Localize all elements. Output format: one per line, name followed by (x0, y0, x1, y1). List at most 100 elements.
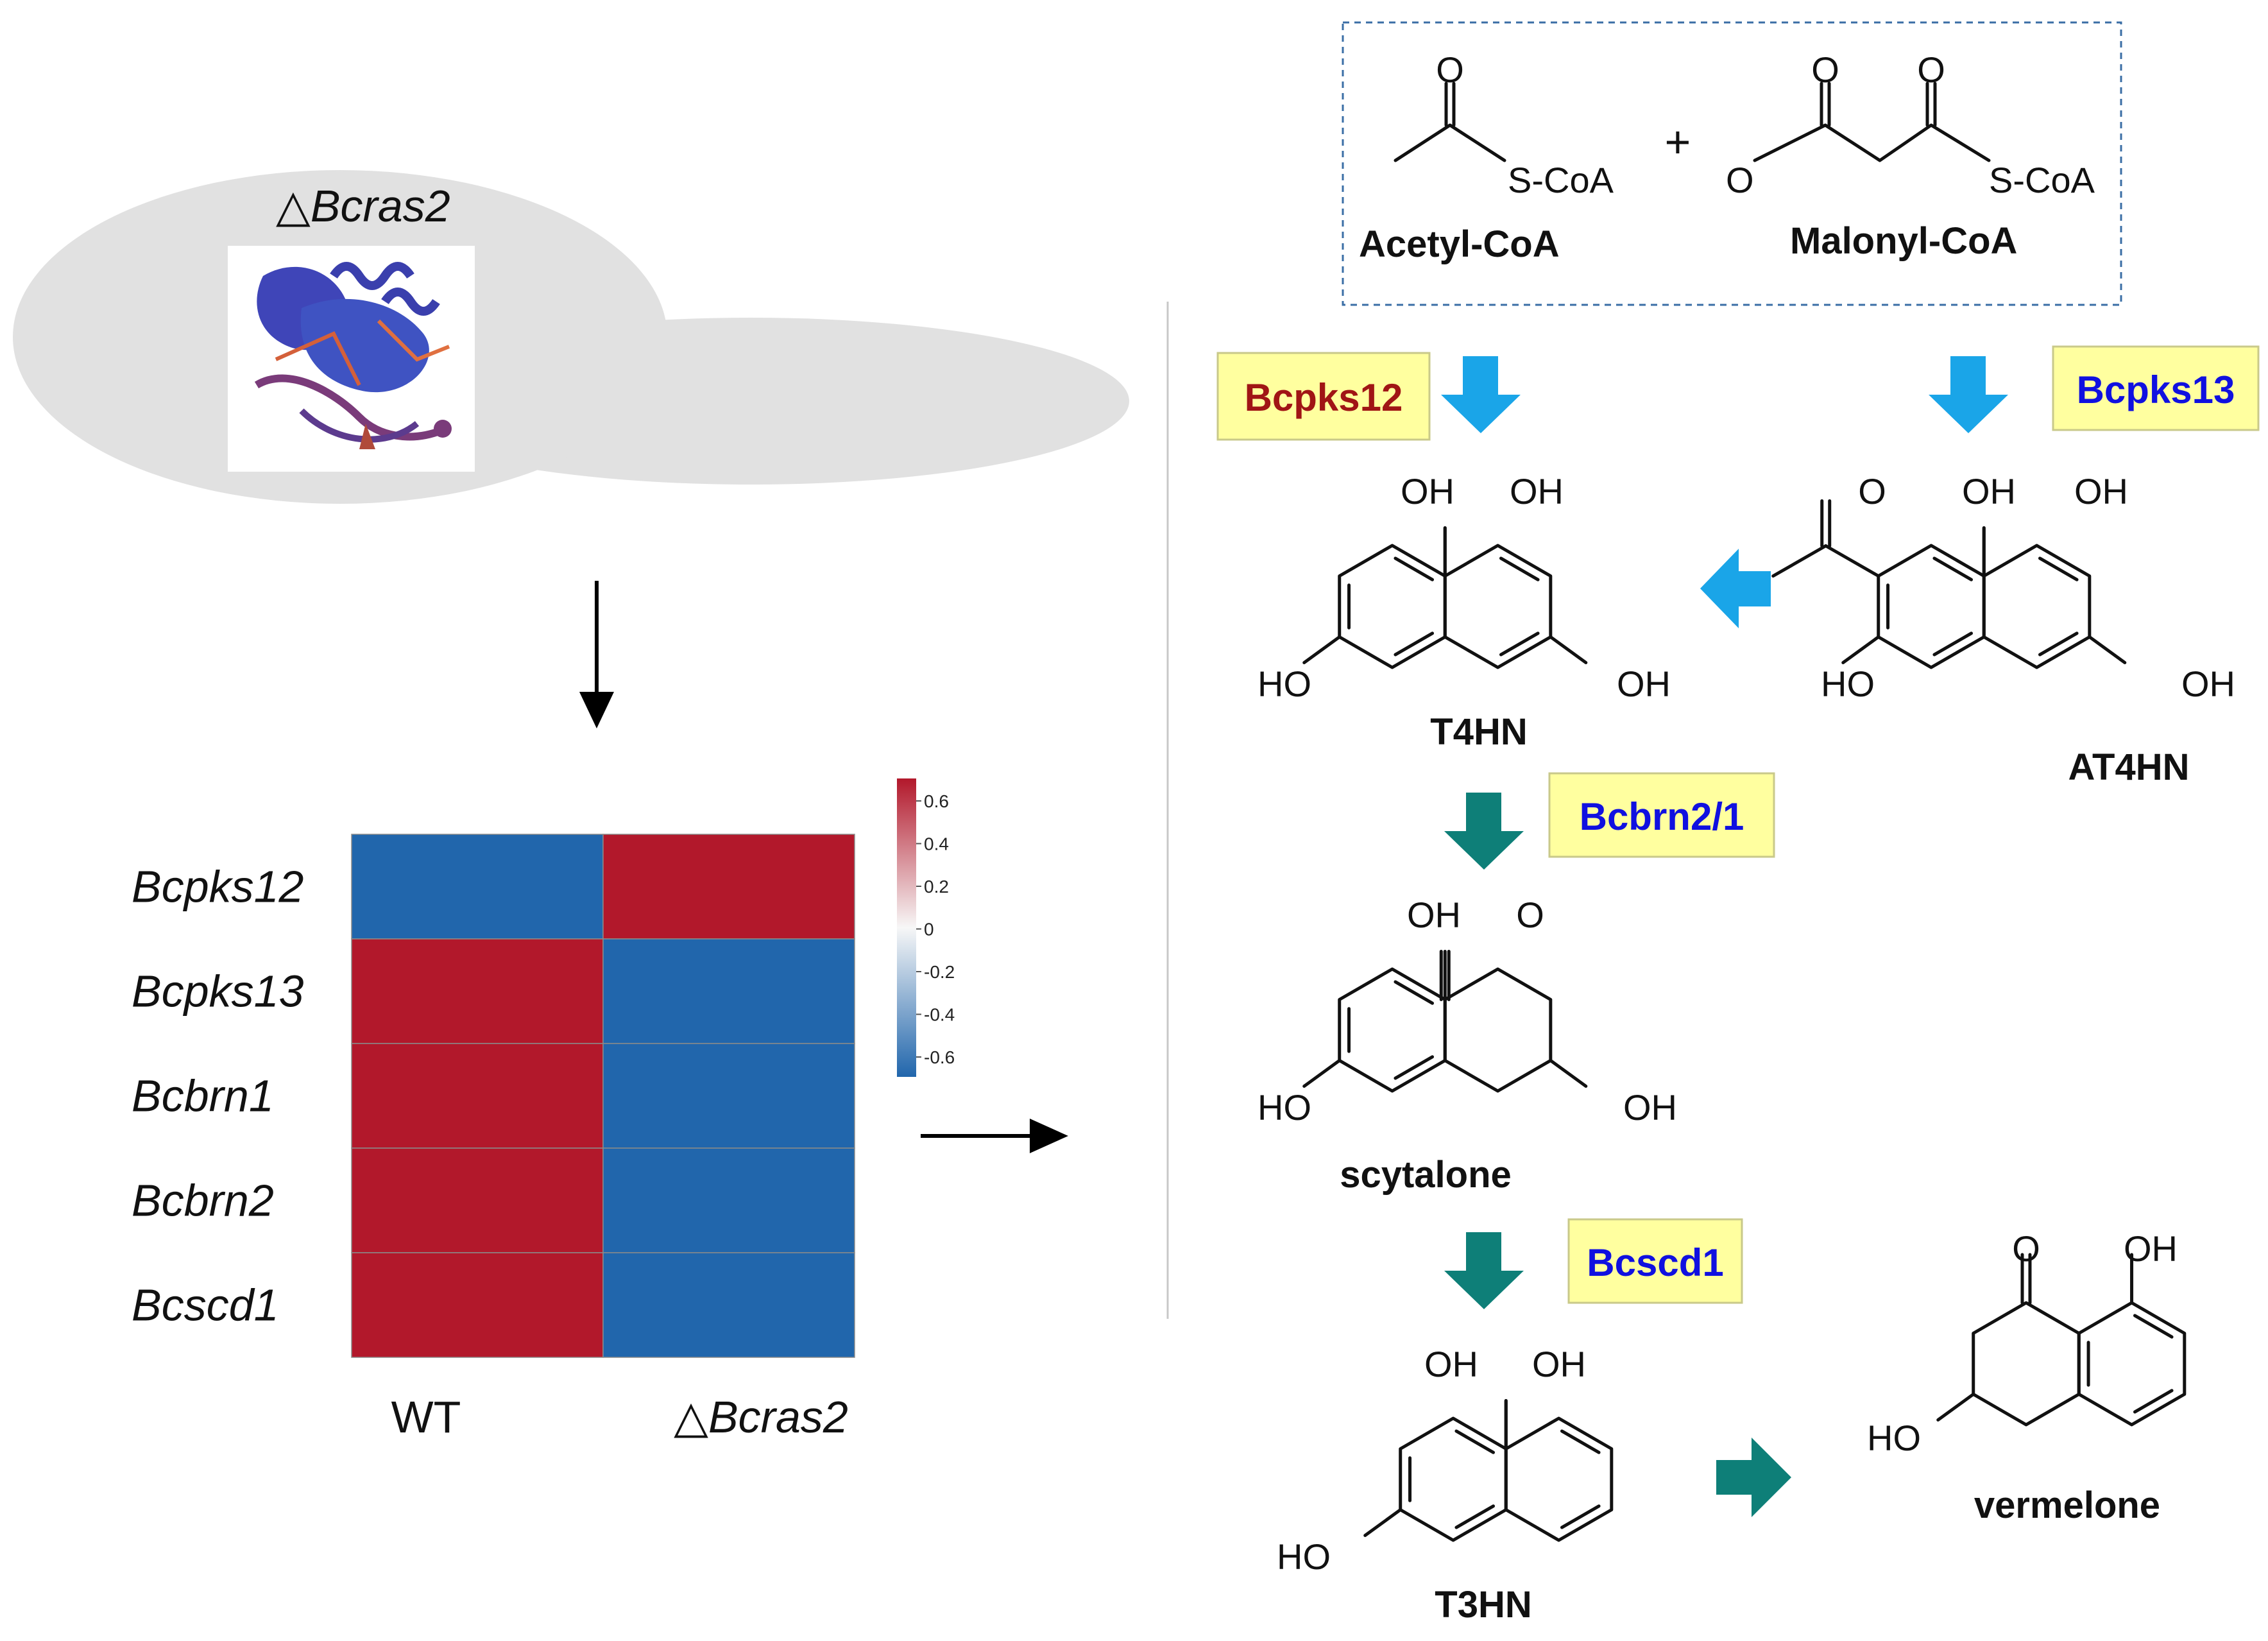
double-bond (1560, 1504, 1601, 1529)
colorbar-gradient (897, 778, 916, 1077)
heatmap-cell (351, 1147, 604, 1253)
bond (1841, 635, 1880, 664)
double-bond (2133, 1314, 2174, 1339)
double-bond (1932, 556, 1974, 581)
acetyl-s-coa: S-CoA (1508, 160, 1614, 200)
double-bond (1394, 631, 1435, 657)
at4hn-ring-right (1982, 544, 2092, 669)
malonyl-carboxylate-oxygen: O (1726, 160, 1754, 200)
t4hn-ho: HO (1258, 664, 1311, 704)
colorbar-tick-label: -0.6 (924, 1047, 955, 1067)
heatmap-cell (351, 1043, 604, 1149)
scytalone-ho: HO (1258, 1087, 1311, 1128)
bond (1771, 544, 1828, 578)
acetyl-coa-label: Acetyl-CoA (1359, 223, 1560, 265)
double-bond (1394, 1055, 1435, 1080)
enzyme-box-scd (1567, 1218, 1743, 1304)
double-bond (2133, 1389, 2174, 1414)
scytalone-ring-left (1338, 967, 1447, 1093)
t4hn-oh-1: OH (1401, 471, 1454, 511)
vermelone-ring-left (1972, 1301, 2081, 1427)
heatmap-cell (602, 834, 855, 940)
bond (1936, 1393, 1975, 1422)
bond (1549, 1059, 1588, 1088)
scytalone-label: scytalone (1340, 1154, 1512, 1196)
bond (1824, 544, 1880, 578)
vermelone-ring-right (2077, 1301, 2187, 1427)
arrow-right-head (1030, 1119, 1068, 1153)
enzyme-scd: Bcscd1 (1587, 1241, 1723, 1284)
heatmap-cell (351, 834, 604, 940)
bond (2088, 635, 2127, 664)
at4hn-ho: HO (1821, 664, 1875, 704)
vermelone-ho: HO (1867, 1418, 1921, 1458)
malonyl-coa-structure: O O O S-CoA (1726, 49, 2095, 200)
heatmap-column-label: △Bcras2 (674, 1392, 848, 1442)
t3hn-label: T3HN (1435, 1584, 1531, 1626)
t3hn-ring-left (1399, 1416, 1508, 1542)
at4hn-o: O (1858, 471, 1886, 511)
t4hn-ring-right (1443, 544, 1553, 669)
t3hn-ring-right (1504, 1416, 1614, 1542)
t4hn-structure: OH OH HO OH (1258, 471, 1671, 704)
at4hn-label: AT4HN (2068, 746, 2189, 788)
vermelone-o: O (2012, 1228, 2040, 1269)
arrow-down-head (579, 692, 614, 728)
heatmap-row-label: Bcscd1 (132, 1280, 279, 1330)
plus-sign: + (1665, 117, 1691, 167)
t4hn-oh-2: OH (1510, 471, 1564, 511)
bond (1302, 635, 1342, 664)
heatmap-cell (602, 1043, 855, 1149)
heatmap-row-label: Bcbrn2 (132, 1176, 274, 1226)
t4hn-oh-3: OH (1617, 664, 1671, 704)
arrow-scytalone-to-t3hn (1444, 1232, 1524, 1309)
bond (1363, 1508, 1403, 1537)
colorbar-tick-label: -0.2 (924, 962, 955, 982)
protein-structure-image (254, 262, 452, 449)
arrow-at4hn-to-t4hn (1700, 549, 1771, 628)
colorbar: 0.60.40.20-0.2-0.4-0.6 (897, 778, 955, 1077)
acetyl-coa-structure: O S-CoA (1394, 49, 1614, 200)
colorbar-tick-label: 0 (924, 920, 934, 940)
double-bond (2038, 556, 2079, 581)
at4hn-oh-3: OH (2181, 664, 2235, 704)
at4hn-ring-left (1877, 544, 1986, 669)
double-bond (1454, 1504, 1496, 1529)
colorbar-ticks: 0.60.40.20-0.2-0.4-0.6 (916, 791, 955, 1067)
double-bond (1394, 556, 1435, 581)
t3hn-oh-1: OH (1424, 1344, 1478, 1384)
scytalone-ring-right (1443, 967, 1553, 1093)
heatmap-cell (602, 938, 855, 1044)
heatmap-row-label: Bcpks13 (132, 967, 304, 1017)
double-bond (1499, 631, 1540, 657)
colorbar-tick-label: -0.4 (924, 1005, 955, 1025)
heatmap-column-label: WT (391, 1392, 461, 1442)
t4hn-label: T4HN (1430, 711, 1527, 753)
at4hn-oh-2: OH (2074, 471, 2128, 511)
heatmap-cell (602, 1147, 855, 1253)
mutant-title: △Bcras2 (276, 181, 450, 231)
at4hn-oh-1: OH (1962, 471, 2016, 511)
heatmap-row-label: Bcbrn1 (132, 1071, 274, 1121)
double-bond (1560, 1429, 1601, 1454)
vermelone-label: vermelone (1974, 1484, 2160, 1526)
t3hn-oh-2: OH (1532, 1344, 1586, 1384)
arrow-pks12 (1441, 356, 1521, 433)
fungal-cell: △Bcras2 (13, 170, 1129, 504)
scytalone-oh-1: OH (1407, 895, 1461, 935)
scytalone-o: O (1516, 895, 1544, 935)
arrow-t4hn-to-scytalone (1444, 793, 1524, 870)
malonyl-oxygen-1: O (1811, 49, 1839, 90)
malonyl-coa-label: Malonyl-CoA (1790, 220, 2017, 262)
heatmap-column-labels: WT △Bcras2 (391, 1392, 848, 1442)
ring-structures (1302, 499, 2187, 1542)
heatmap-cell (351, 938, 604, 1044)
bond (1302, 1059, 1342, 1088)
malonyl-oxygen-2: O (1917, 49, 1945, 90)
scytalone-oh-2: OH (1623, 1087, 1677, 1128)
substrate-box (1342, 21, 2122, 306)
colorbar-tick-label: 0.4 (924, 834, 949, 854)
double-bond (1499, 556, 1540, 581)
